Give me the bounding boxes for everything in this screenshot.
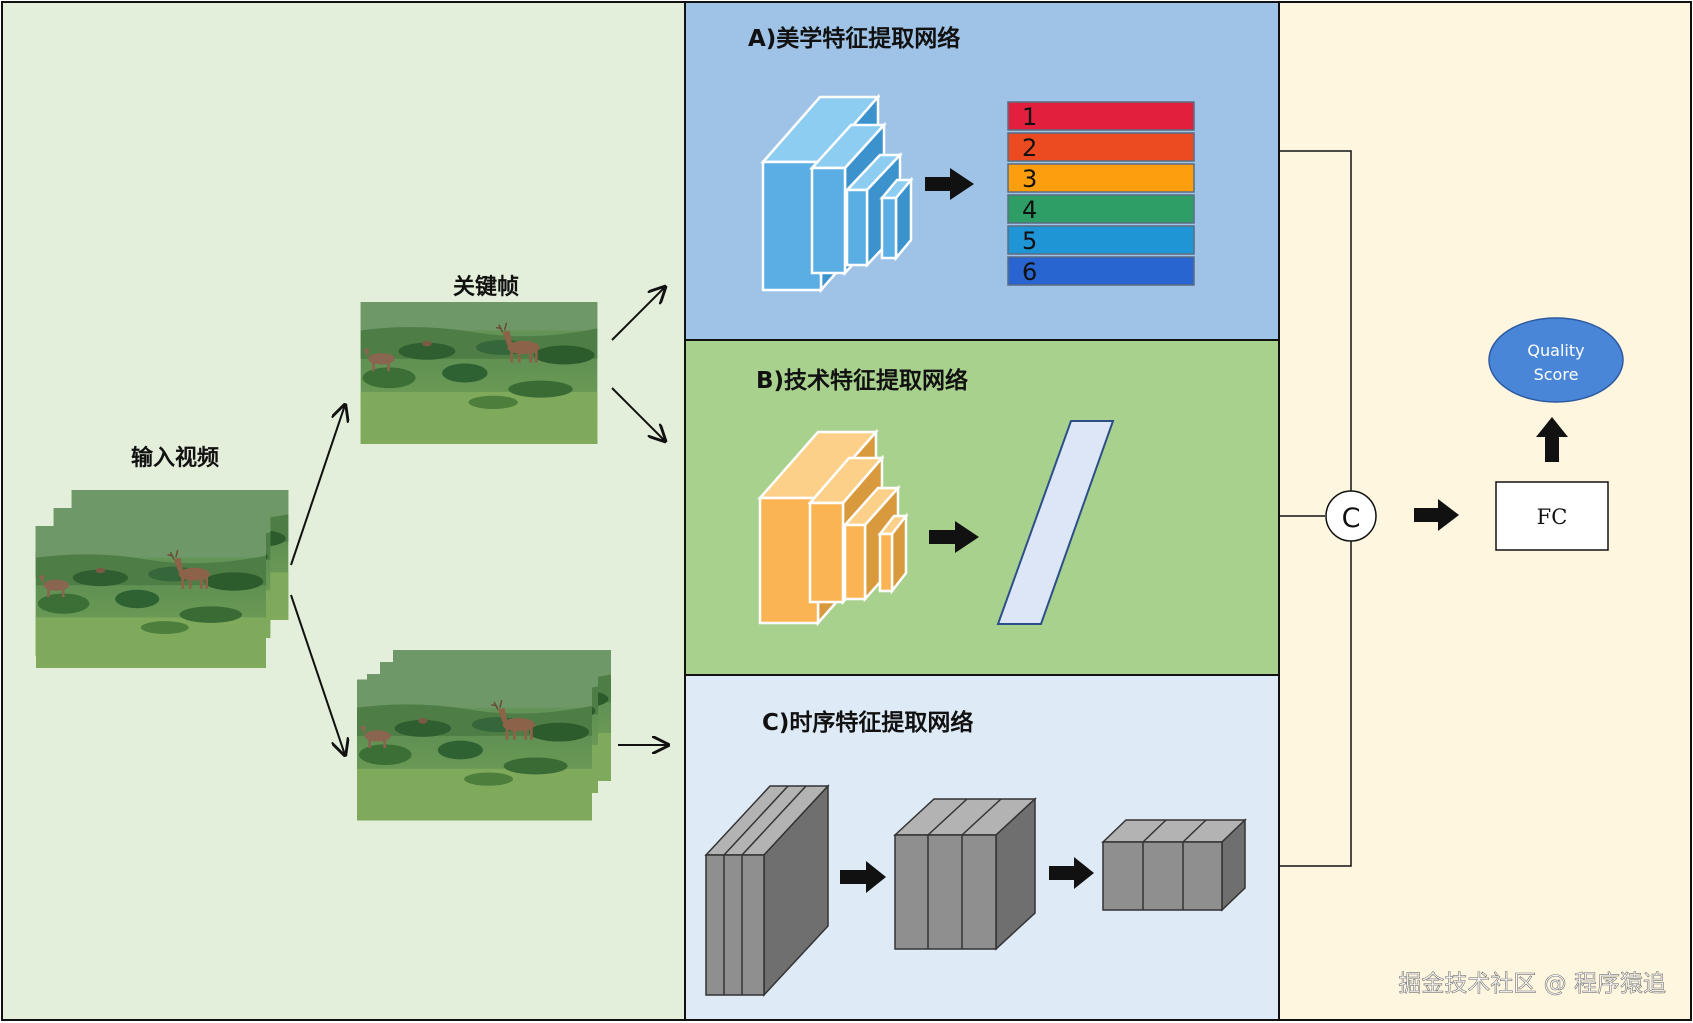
temporal-block-3 — [1101, 818, 1247, 912]
frame-sequence-stack — [357, 649, 611, 821]
concat-to-fc-arrow — [1414, 499, 1459, 531]
concat-node — [1325, 490, 1377, 542]
quality-score-node — [1488, 317, 1624, 403]
aesthetic-bar-3 — [1007, 163, 1195, 193]
input-video-stack — [34, 490, 290, 668]
watermark-text: 掘金技术社区 @ 程序猿追 — [1398, 971, 1666, 997]
keyframe-title: 关键帧 — [453, 274, 519, 300]
aesthetic-title: A)美学特征提取网络 — [748, 25, 960, 52]
aesthetic-arrow — [925, 168, 974, 200]
aesthetic-score-bars: 1 2 3 4 5 6 — [1007, 101, 1195, 286]
arrow-keyframe-to-aesthetic — [611, 287, 665, 341]
technical-title: B)技术特征提取网络 — [756, 367, 968, 394]
quality-score-line2: Score — [1534, 365, 1579, 384]
temporal-block-1 — [704, 784, 830, 997]
keyframe-image — [359, 302, 599, 444]
quality-score-line1: Quality — [1527, 341, 1584, 360]
technical-arrow — [929, 521, 979, 553]
arrow-to-sequence — [290, 594, 345, 755]
fc-layer-box — [1495, 481, 1609, 551]
aesthetic-bar-1 — [1007, 101, 1195, 131]
aesthetic-bar-2 — [1007, 132, 1195, 162]
fc-to-score-arrow — [1536, 417, 1568, 462]
aesthetic-bar-6 — [1007, 256, 1195, 286]
aesthetic-bar-label-6: 6 — [1022, 258, 1037, 286]
aesthetic-bar-label-1: 1 — [1022, 103, 1037, 131]
input-video-title: 输入视频 — [131, 445, 219, 471]
aesthetic-cnn-blocks — [760, 93, 914, 294]
temporal-arrow-2 — [1049, 857, 1094, 889]
fusion-connector — [1279, 150, 1352, 867]
aesthetic-bar-label-4: 4 — [1022, 196, 1037, 224]
aesthetic-bar-label-5: 5 — [1022, 227, 1037, 255]
concat-symbol: C — [1342, 503, 1361, 534]
temporal-title: C)时序特征提取网络 — [762, 709, 973, 736]
temporal-arrow-1 — [840, 861, 886, 893]
arrow-keyframe-to-technical — [611, 387, 665, 441]
technical-cnn-blocks — [757, 428, 909, 627]
aesthetic-bar-label-2: 2 — [1022, 134, 1037, 162]
fc-label: FC — [1537, 505, 1568, 529]
arrow-to-keyframe — [290, 405, 345, 566]
aesthetic-bar-4 — [1007, 194, 1195, 224]
technical-feature-vector — [996, 420, 1115, 625]
aesthetic-bar-label-3: 3 — [1022, 165, 1037, 193]
aesthetic-bar-5 — [1007, 225, 1195, 255]
temporal-block-2 — [893, 797, 1037, 951]
